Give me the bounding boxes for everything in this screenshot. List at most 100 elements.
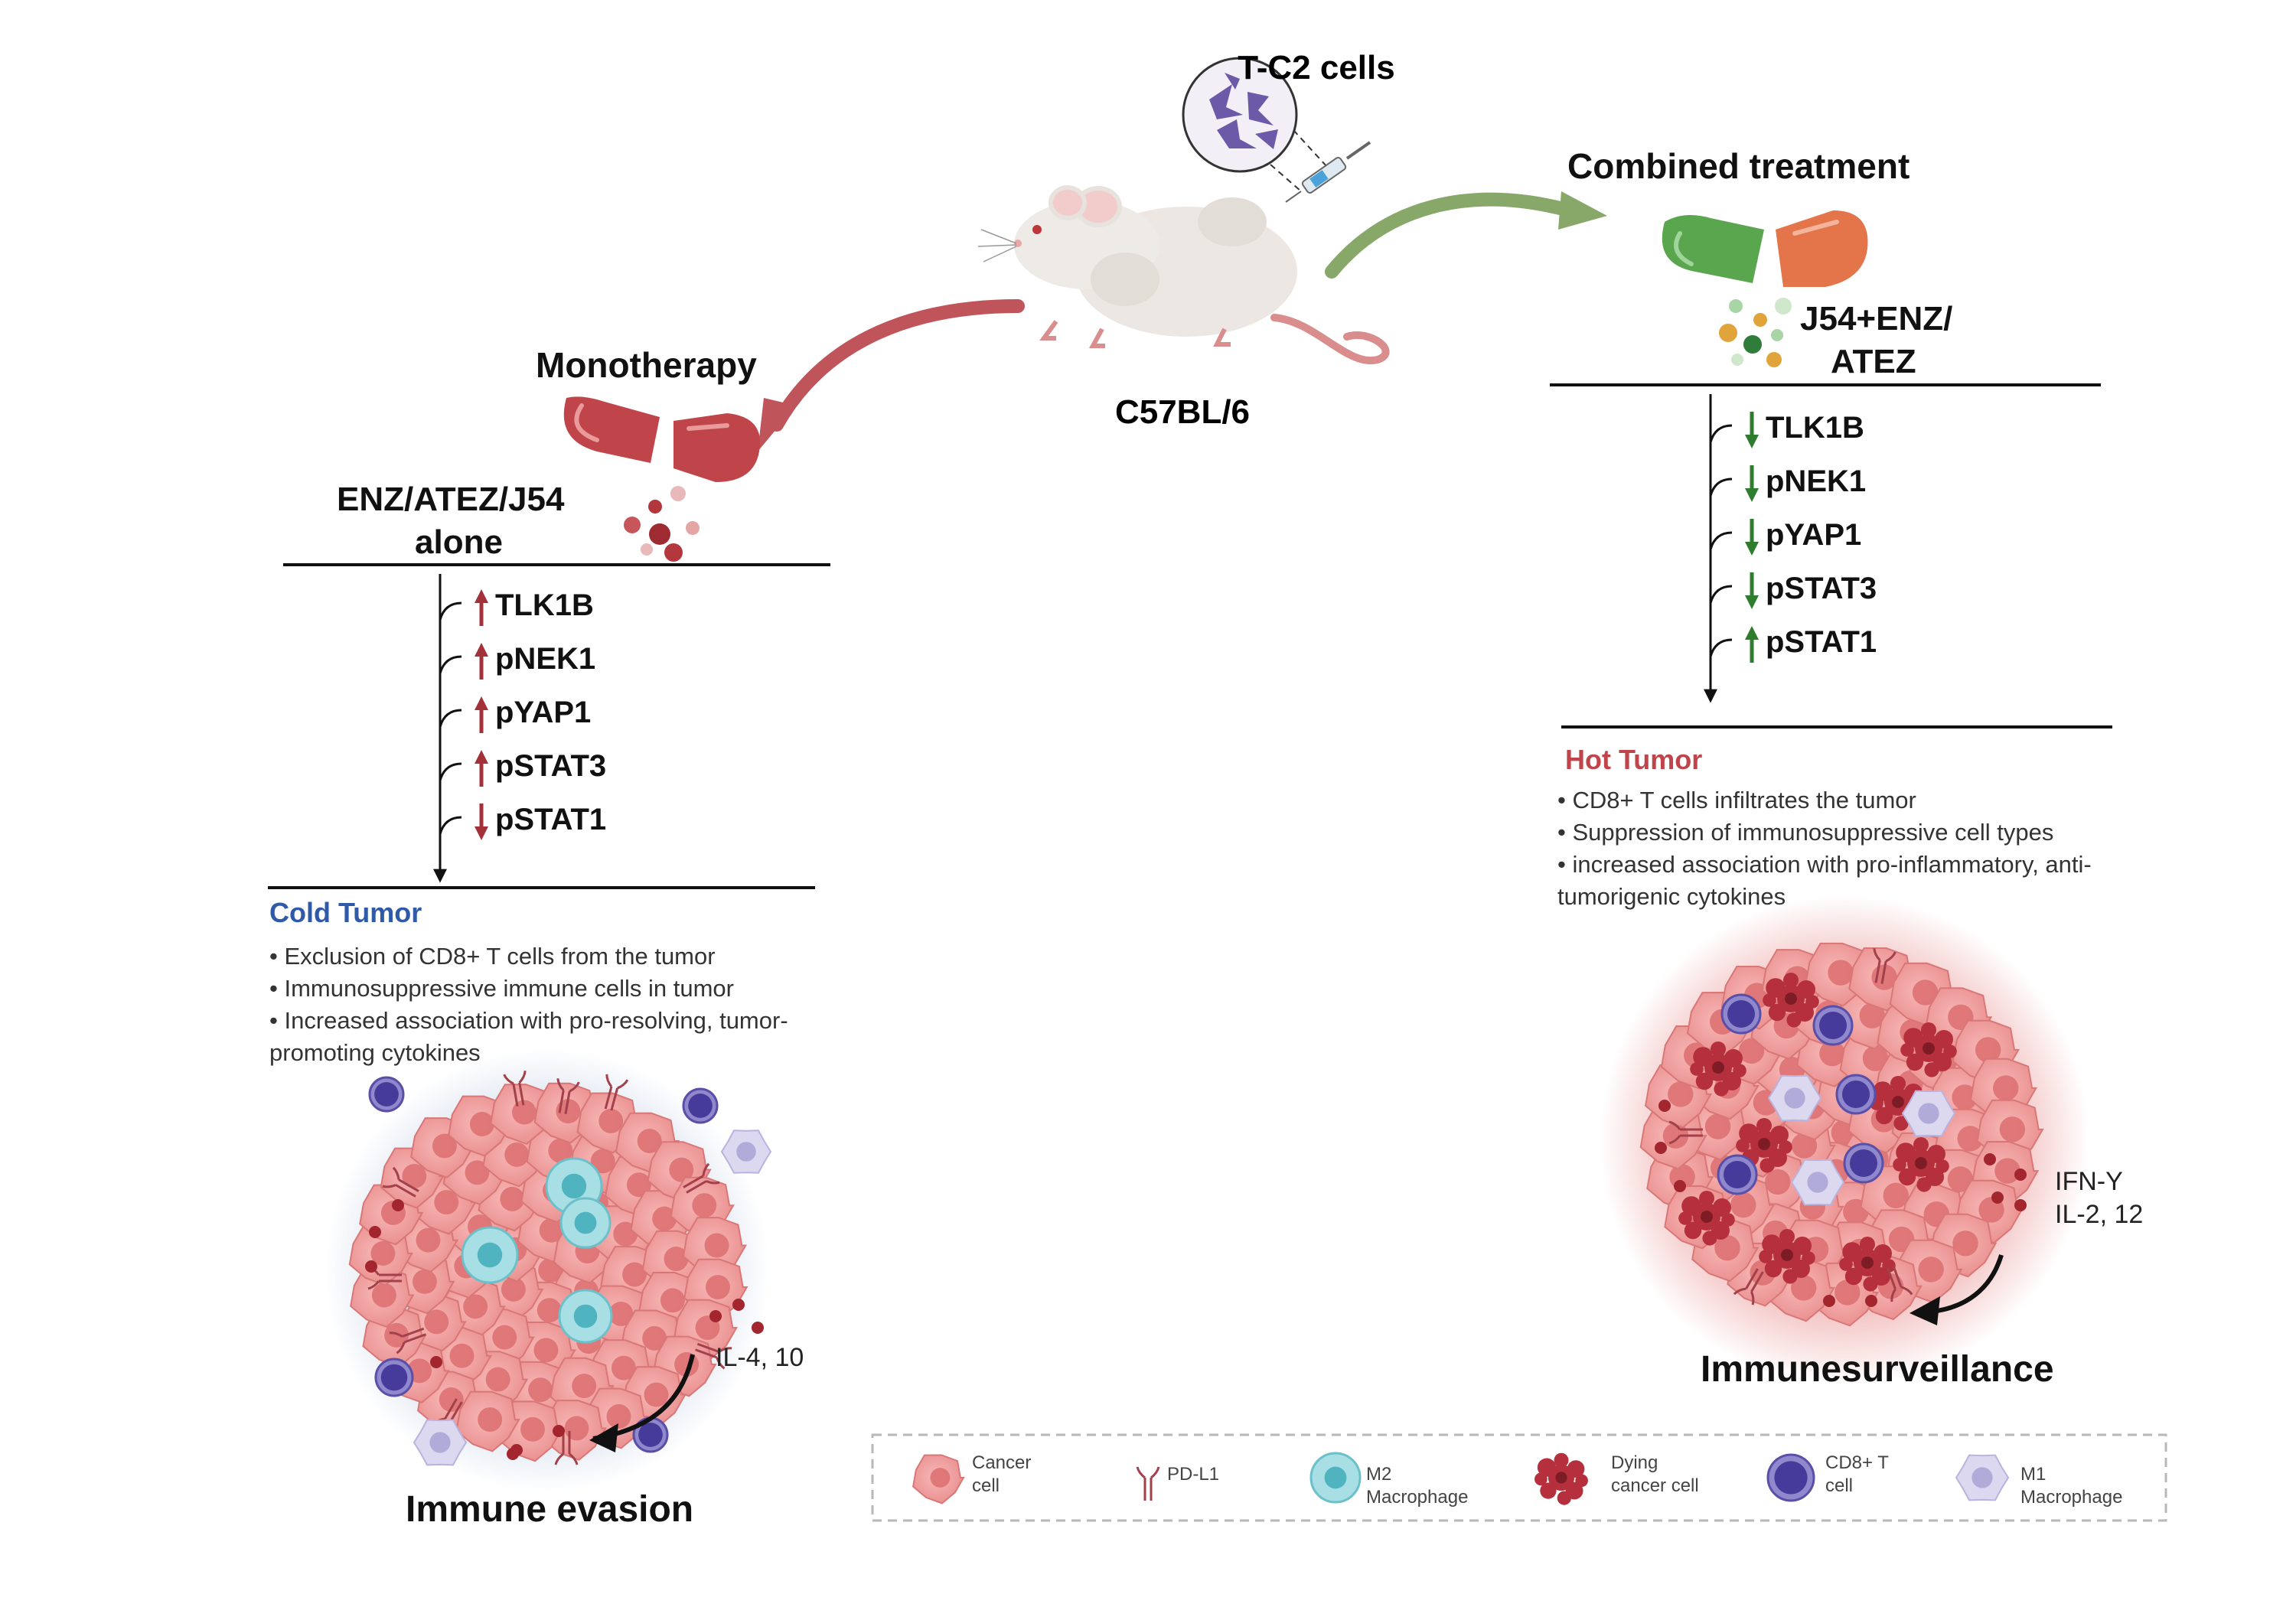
- cd8-t-cell-icon: [682, 1087, 719, 1124]
- legend-box: [871, 1433, 2167, 1522]
- syringe-icon: [1285, 141, 1371, 203]
- dying-cancer-cell-icon: [1893, 1137, 1949, 1192]
- monotherapy-drug-particles: [624, 486, 700, 562]
- pd-l1-icon: [1136, 1466, 1160, 1501]
- combined-drug-particles: [1719, 298, 1792, 367]
- combined-drug-label-line1: J54+ENZ/: [1800, 300, 1953, 337]
- m1-macrophage-icon: [1955, 1454, 2010, 1501]
- dying-cancer-cell-icon: [1900, 1022, 1957, 1077]
- marker-pstat1: pSTAT1: [1709, 625, 1877, 663]
- up-arrow-icon: [1745, 626, 1759, 663]
- monotherapy-arrow: [770, 299, 1025, 432]
- combined-title: Combined treatment: [1567, 146, 1910, 186]
- dying-cancer-cell-icon: [1690, 1041, 1746, 1097]
- marker-label: pSTAT1: [1766, 625, 1877, 659]
- hot-cytokines-line2: IL-2, 12: [2055, 1200, 2144, 1229]
- hot-tumor-bullet-2: • Suppression of immunosuppressive cell …: [1557, 819, 2054, 846]
- marker-label: pYAP1: [495, 696, 591, 729]
- mouse-icon: [977, 185, 1390, 365]
- marker-pnek1: pNEK1: [439, 642, 595, 680]
- m2-macrophage-icon: [558, 1289, 613, 1344]
- hot-tumor-heading: Hot Tumor: [1565, 744, 1703, 775]
- monotherapy-title: Monotherapy: [536, 345, 757, 385]
- hot-tumor-bullet-1: • CD8+ T cells infiltrates the tumor: [1557, 787, 1916, 813]
- pd-l1-icon: [695, 1342, 732, 1370]
- monotherapy-drug-label-line1: ENZ/ATEZ/J54: [337, 481, 565, 518]
- down-arrow-icon: [475, 804, 488, 840]
- pd-l1-icon: [1886, 1265, 1913, 1302]
- marker-pstat3: pSTAT3: [1709, 572, 1877, 609]
- down-arrow-icon: [1745, 572, 1759, 609]
- cytokine-dot: [430, 1356, 442, 1368]
- cd8-t-cell-icon: [374, 1358, 414, 1397]
- cold-tumor-bullet-3: • Increased association with pro-resolvi…: [269, 1007, 788, 1034]
- down-arrow-icon: [1745, 412, 1759, 448]
- tumor-cell-cluster-icon: [1209, 73, 1278, 149]
- cytokine-dot: [732, 1299, 745, 1311]
- cold-cytokine-arrow-head: [589, 1423, 618, 1452]
- marker-label: pSTAT3: [495, 749, 606, 783]
- cancer-cell-icon: [542, 1400, 607, 1461]
- legend-label-pd-l1: PD-L1: [1167, 1464, 1220, 1485]
- cytokine-dot: [1865, 1295, 1877, 1307]
- pd-l1-icon: [503, 1071, 527, 1107]
- cytokine-dot: [1991, 1191, 2004, 1204]
- marker-pyap1: pYAP1: [439, 696, 591, 733]
- hot-tumor-bullet-4: tumorigenic cytokines: [1557, 883, 1786, 910]
- marker-pstat1: pSTAT1: [439, 803, 606, 840]
- cancer-cell-icon: [490, 1084, 555, 1146]
- cd8-t-cell-icon: [1812, 1005, 1854, 1046]
- immune-evasion-label: Immune evasion: [406, 1489, 694, 1530]
- t-c2-cells-inset: [1182, 57, 1371, 203]
- monotherapy-marker-list: TLK1B pNEK1 pYAP1 pSTAT3 pSTAT1: [439, 588, 606, 840]
- m1-macrophage-icon: [1901, 1090, 1956, 1137]
- cytokine-dot: [553, 1425, 565, 1437]
- hot-cytokines-line1: IFN-Y: [2055, 1167, 2123, 1196]
- cytokine-dot: [1655, 1142, 1667, 1154]
- dying-cancer-cell-icon: [1534, 1452, 1588, 1505]
- cytokine-dot: [1984, 1153, 1996, 1165]
- pd-l1-icon: [389, 1327, 426, 1354]
- combined-arrow-head: [1558, 191, 1607, 230]
- cd8-t-cell-icon: [1717, 1154, 1758, 1195]
- marker-label: TLK1B: [1766, 411, 1864, 445]
- marker-tlk1b: TLK1B: [439, 588, 594, 626]
- cold-tumor-bullet-2: • Immunosuppressive immune cells in tumo…: [269, 975, 734, 1002]
- hot-tumor-bullet-3: • increased association with pro-inflamm…: [1557, 851, 2092, 878]
- dying-cancer-cell-icon: [1759, 1229, 1815, 1284]
- dying-cancer-cell-icon: [1678, 1191, 1735, 1246]
- hot-cytokine-arrow-head: [1910, 1296, 1940, 1325]
- up-arrow-icon: [475, 750, 488, 787]
- cd8-t-cell-icon: [1843, 1143, 1884, 1184]
- cd8-t-cell-icon: [1766, 1453, 1815, 1502]
- cold-tumor-bullet-4: promoting cytokines: [269, 1039, 481, 1066]
- dying-cancer-cell-icon: [1736, 1118, 1792, 1173]
- legend-icons: [912, 1452, 2010, 1505]
- marker-label: pNEK1: [1766, 464, 1866, 498]
- marker-label: pNEK1: [495, 642, 595, 676]
- cytokine-dot: [510, 1444, 523, 1456]
- marker-pstat3: pSTAT3: [439, 749, 606, 787]
- cold-tumor-illustration: [325, 1048, 772, 1492]
- immunesurveillance-label: Immunesurveillance: [1701, 1349, 2054, 1390]
- combined-arrow: [1325, 192, 1576, 279]
- marker-label: pYAP1: [1766, 518, 1861, 552]
- mouse-strain-label: C57BL/6: [1115, 393, 1250, 431]
- cold-cytokines-label: IL-4, 10: [716, 1343, 804, 1372]
- cd8-t-cell-icon: [368, 1076, 405, 1113]
- up-arrow-icon: [475, 589, 488, 626]
- dying-cancer-cell-icon: [1839, 1237, 1896, 1292]
- cd8-t-cell-icon: [632, 1416, 669, 1453]
- m1-macrophage-icon: [413, 1419, 468, 1466]
- up-arrow-icon: [475, 643, 488, 680]
- pd-l1-icon: [1873, 948, 1896, 984]
- down-arrow-icon: [1745, 465, 1759, 502]
- marker-pyap1: pYAP1: [1709, 518, 1861, 556]
- cancer-cell-icon: [912, 1454, 965, 1504]
- m2-macrophage-icon: [1309, 1452, 1362, 1504]
- cytokine-dot: [392, 1199, 404, 1211]
- m1-macrophage-icon: [1767, 1074, 1822, 1122]
- pd-l1-icon: [683, 1162, 720, 1194]
